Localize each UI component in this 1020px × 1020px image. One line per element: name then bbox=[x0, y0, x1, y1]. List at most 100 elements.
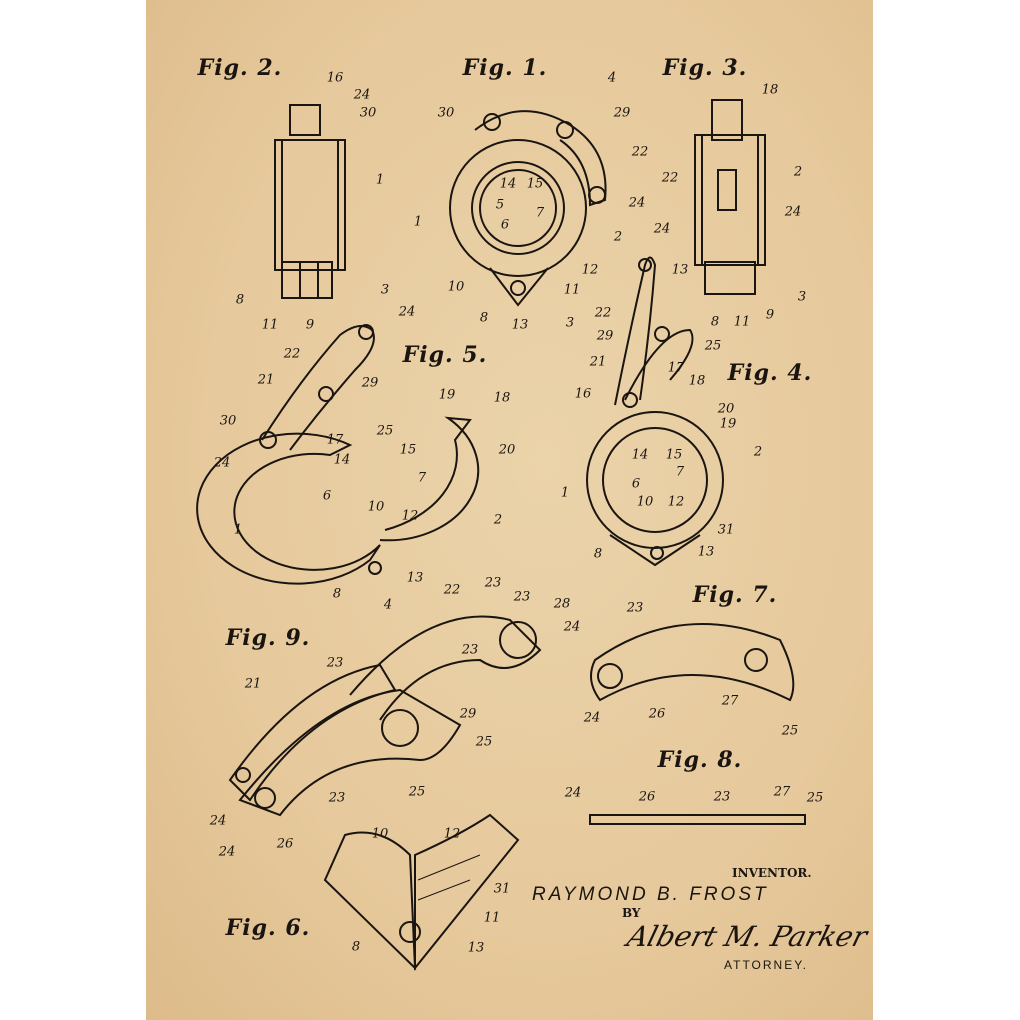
reference-numeral: 30 bbox=[359, 105, 377, 121]
reference-numeral: 31 bbox=[493, 881, 511, 897]
reference-numeral: 13 bbox=[406, 570, 424, 586]
reference-numeral: 31 bbox=[717, 522, 735, 538]
reference-numeral: 4 bbox=[383, 597, 393, 613]
reference-numeral: 30 bbox=[437, 105, 455, 121]
fig7-drawing bbox=[590, 623, 795, 702]
reference-numeral: 25 bbox=[781, 723, 799, 739]
reference-numeral: 25 bbox=[806, 790, 824, 806]
inventor-name: RAYMOND B. FROST bbox=[532, 884, 769, 905]
reference-numeral: 18 bbox=[493, 390, 511, 406]
reference-numeral: 7 bbox=[535, 205, 545, 221]
reference-numeral: 22 bbox=[594, 305, 612, 321]
reference-numeral: 13 bbox=[511, 317, 529, 333]
reference-numeral: 24 bbox=[398, 304, 416, 320]
reference-numeral: 12 bbox=[581, 262, 599, 278]
reference-numeral: 13 bbox=[467, 940, 485, 956]
reference-numeral: 18 bbox=[688, 373, 706, 389]
reference-numeral: 27 bbox=[773, 784, 791, 800]
reference-numeral: 9 bbox=[305, 317, 315, 333]
reference-numeral: 7 bbox=[675, 464, 685, 480]
reference-numeral: 7 bbox=[417, 470, 427, 486]
reference-numeral: 8 bbox=[351, 939, 361, 955]
reference-numeral: 26 bbox=[276, 836, 294, 852]
reference-numeral: 8 bbox=[332, 586, 342, 602]
reference-numeral: 21 bbox=[589, 354, 607, 370]
reference-numeral: 17 bbox=[326, 432, 344, 448]
reference-numeral: 29 bbox=[361, 375, 379, 391]
reference-numeral: 2 bbox=[793, 164, 803, 180]
fig3-drawing bbox=[694, 99, 766, 295]
figure-title: Fig. 7. bbox=[692, 582, 778, 608]
reference-numeral: 26 bbox=[648, 706, 666, 722]
reference-numeral: 22 bbox=[661, 170, 679, 186]
reference-numeral: 8 bbox=[235, 292, 245, 308]
attorney-label: ATTORNEY. bbox=[724, 958, 809, 972]
reference-numeral: 11 bbox=[483, 910, 501, 926]
reference-numeral: 23 bbox=[513, 589, 531, 605]
reference-numeral: 25 bbox=[376, 423, 394, 439]
reference-numeral: 10 bbox=[447, 279, 465, 295]
reference-numeral: 23 bbox=[326, 655, 344, 671]
reference-numeral: 27 bbox=[721, 693, 739, 709]
reference-numeral: 1 bbox=[375, 172, 385, 188]
figure-title: Fig. 8. bbox=[657, 747, 743, 773]
figure-title: Fig. 2. bbox=[197, 55, 283, 81]
reference-numeral: 11 bbox=[733, 314, 751, 330]
reference-numeral: 18 bbox=[761, 82, 779, 98]
by-label: BY bbox=[622, 906, 641, 920]
attorney-signature: Albert M. Parker bbox=[623, 920, 871, 953]
reference-numeral: 28 bbox=[553, 596, 571, 612]
reference-numeral: 14 bbox=[333, 452, 351, 468]
figure-title: Fig. 5. bbox=[402, 342, 488, 368]
reference-numeral: 10 bbox=[367, 499, 385, 515]
figure-title: Fig. 1. bbox=[462, 55, 548, 81]
reference-numeral: 12 bbox=[401, 508, 419, 524]
fig1-drawing bbox=[449, 110, 607, 307]
fig4-drawing bbox=[586, 256, 724, 567]
fig8-drawing bbox=[589, 814, 806, 825]
reference-numeral: 24 bbox=[628, 195, 646, 211]
reference-numeral: 11 bbox=[563, 282, 581, 298]
reference-numeral: 29 bbox=[459, 706, 477, 722]
reference-numeral: 6 bbox=[631, 476, 641, 492]
reference-numeral: 3 bbox=[565, 315, 575, 331]
reference-numeral: 3 bbox=[380, 282, 390, 298]
reference-numeral: 1 bbox=[560, 485, 570, 501]
figure-title: Fig. 3. bbox=[662, 55, 748, 81]
reference-numeral: 4 bbox=[607, 70, 617, 86]
inventor-label: INVENTOR. bbox=[732, 866, 812, 880]
reference-numeral: 23 bbox=[328, 790, 346, 806]
reference-numeral: 24 bbox=[564, 785, 582, 801]
reference-numeral: 2 bbox=[753, 444, 763, 460]
reference-numeral: 24 bbox=[583, 710, 601, 726]
reference-numeral: 6 bbox=[500, 217, 510, 233]
reference-numeral: 20 bbox=[498, 442, 516, 458]
reference-numeral: 6 bbox=[322, 488, 332, 504]
fig2-drawing bbox=[274, 104, 346, 299]
reference-numeral: 16 bbox=[326, 70, 344, 86]
reference-numeral: 24 bbox=[218, 844, 236, 860]
reference-numeral: 12 bbox=[667, 494, 685, 510]
reference-numeral: 23 bbox=[713, 789, 731, 805]
reference-numeral: 10 bbox=[636, 494, 654, 510]
reference-numeral: 24 bbox=[784, 204, 802, 220]
reference-numeral: 16 bbox=[574, 386, 592, 402]
reference-numeral: 17 bbox=[667, 360, 685, 376]
reference-numeral: 25 bbox=[475, 734, 493, 750]
reference-numeral: 13 bbox=[697, 544, 715, 560]
reference-numeral: 20 bbox=[717, 401, 735, 417]
reference-numeral: 15 bbox=[526, 176, 544, 192]
reference-numeral: 5 bbox=[495, 197, 505, 213]
reference-numeral: 29 bbox=[613, 105, 631, 121]
fig6-drawing bbox=[323, 813, 520, 971]
fig5-drawing bbox=[196, 324, 480, 585]
reference-numeral: 9 bbox=[765, 307, 775, 323]
reference-numeral: 23 bbox=[461, 642, 479, 658]
reference-numeral: 30 bbox=[219, 413, 237, 429]
reference-numeral: 8 bbox=[593, 546, 603, 562]
reference-numeral: 22 bbox=[443, 582, 461, 598]
reference-numeral: 19 bbox=[438, 387, 456, 403]
reference-numeral: 8 bbox=[710, 314, 720, 330]
reference-numeral: 24 bbox=[353, 87, 371, 103]
